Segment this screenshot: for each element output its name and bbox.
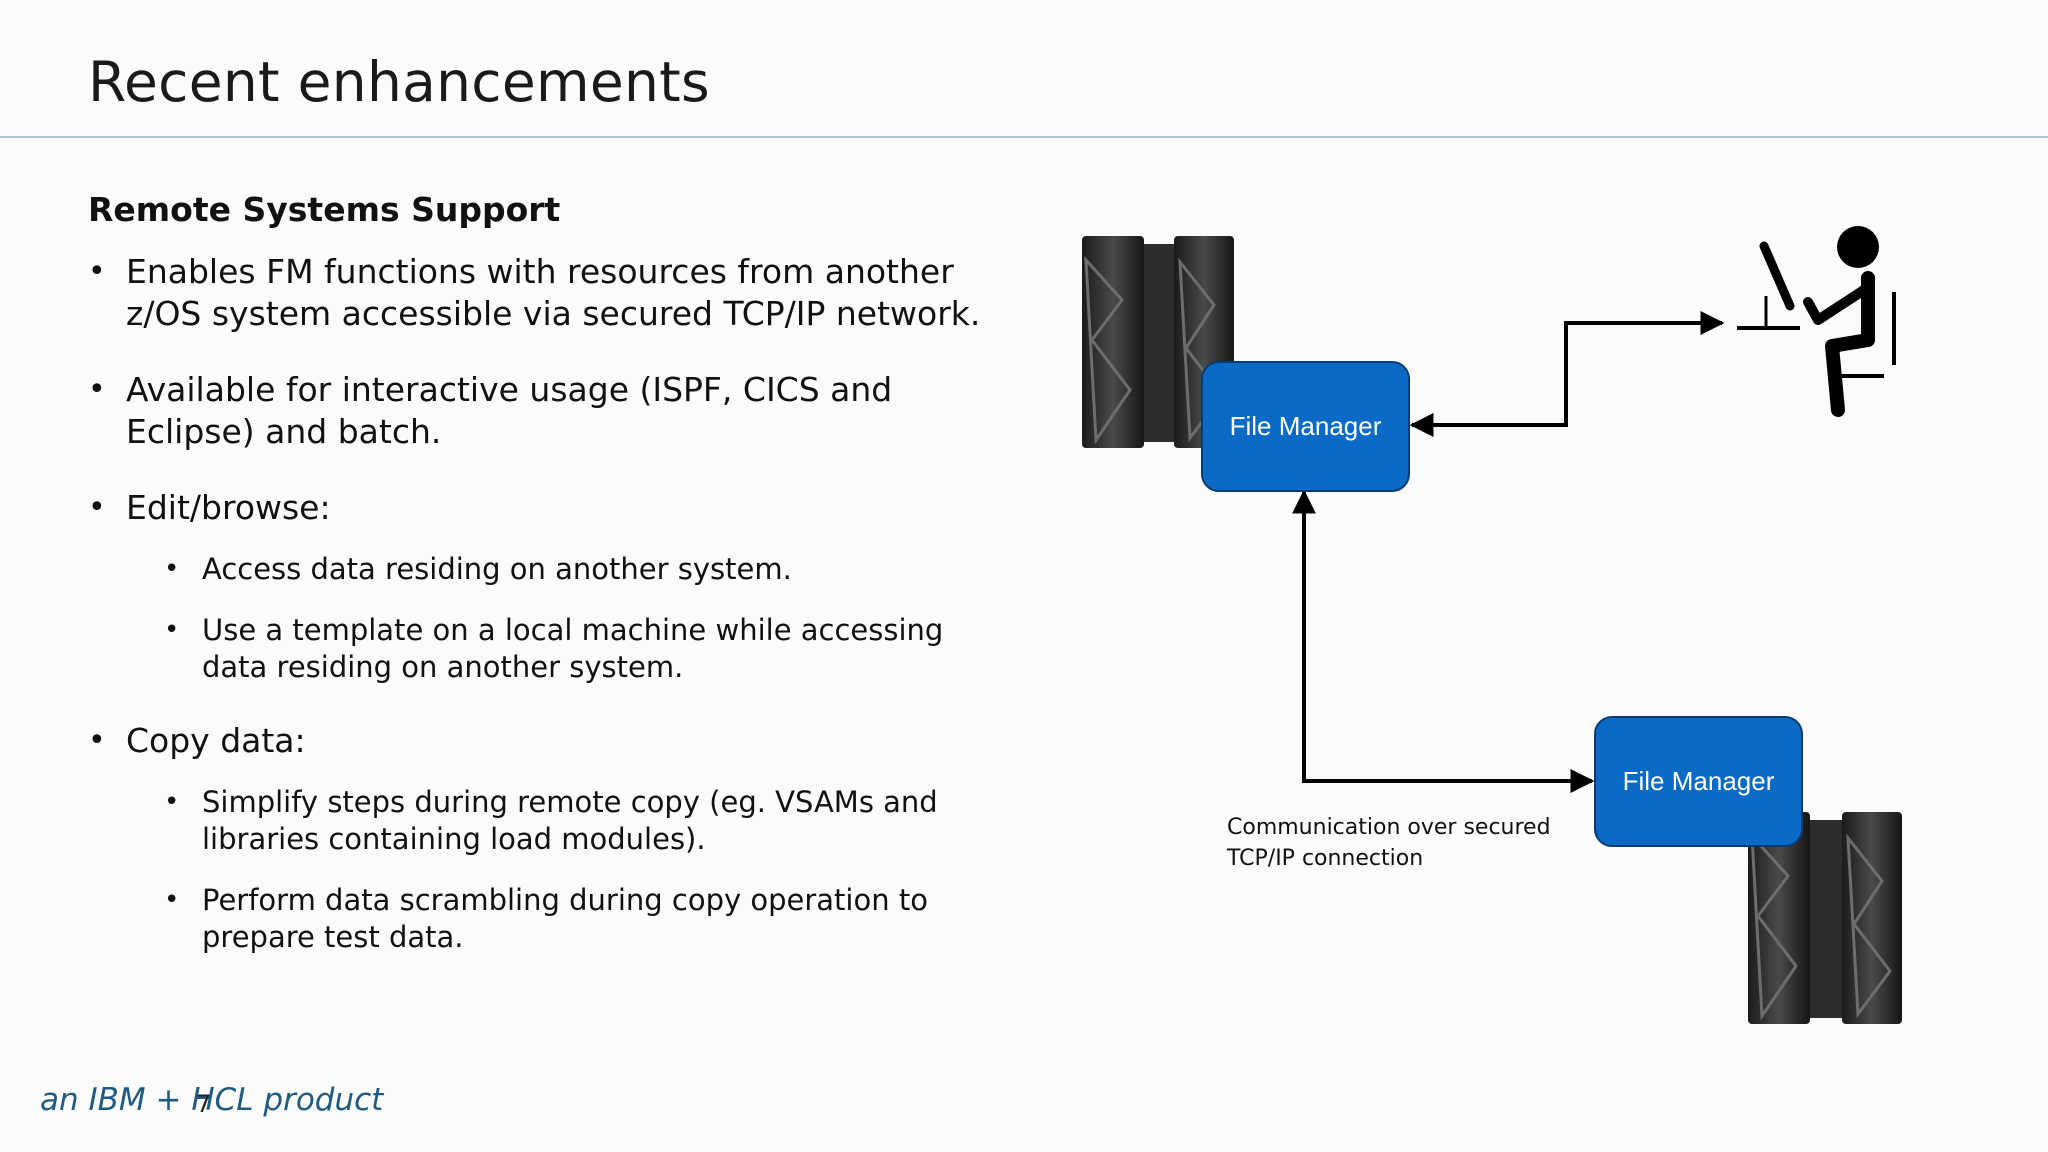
connector-user-to-local	[1409, 311, 1725, 437]
bullet-item: Copy data: Simplify steps during remote …	[88, 720, 988, 956]
sub-bullet-item: Use a template on a local machine while …	[164, 612, 988, 686]
bullet-item: Enables FM functions with resources from…	[88, 251, 988, 335]
title-divider	[0, 136, 2048, 138]
file-manager-label: File Manager	[1229, 411, 1382, 441]
content-column: Remote Systems Support Enables FM functi…	[88, 190, 988, 990]
sub-bullet-list: Access data residing on another system. …	[164, 551, 988, 686]
page-number: 7	[196, 1090, 212, 1118]
footer-brand: an IBM + HCL product	[40, 1082, 384, 1118]
bullet-text: Copy data:	[126, 721, 306, 760]
bullet-text: Edit/browse:	[126, 488, 331, 527]
file-manager-label: File Manager	[1622, 766, 1775, 796]
bullet-text: Available for interactive usage (ISPF, C…	[126, 370, 893, 451]
connection-caption: Communication over secured TCP/IP connec…	[1227, 812, 1567, 874]
user-at-computer-icon	[1737, 226, 1896, 417]
bullet-item: Available for interactive usage (ISPF, C…	[88, 369, 988, 453]
sub-bullet-item: Access data residing on another system.	[164, 551, 988, 588]
remote-file-manager-box: File Manager	[1594, 716, 1803, 847]
sub-bullet-item: Simplify steps during remote copy (eg. V…	[164, 784, 988, 858]
sub-bullet-list: Simplify steps during remote copy (eg. V…	[164, 784, 988, 956]
mainframe-icon	[1748, 812, 1902, 1024]
local-file-manager-box: File Manager	[1201, 361, 1410, 492]
bullet-text: Enables FM functions with resources from…	[126, 252, 981, 333]
bullet-list: Enables FM functions with resources from…	[88, 251, 988, 956]
sub-bullet-item: Perform data scrambling during copy oper…	[164, 882, 988, 956]
connector-local-to-remote	[1292, 489, 1595, 793]
slide-title: Recent enhancements	[88, 50, 710, 114]
caption-line: TCP/IP connection	[1227, 846, 1424, 871]
bullet-item: Edit/browse: Access data residing on ano…	[88, 487, 988, 686]
section-heading: Remote Systems Support	[88, 190, 561, 229]
caption-line: Communication over secured	[1227, 815, 1551, 840]
